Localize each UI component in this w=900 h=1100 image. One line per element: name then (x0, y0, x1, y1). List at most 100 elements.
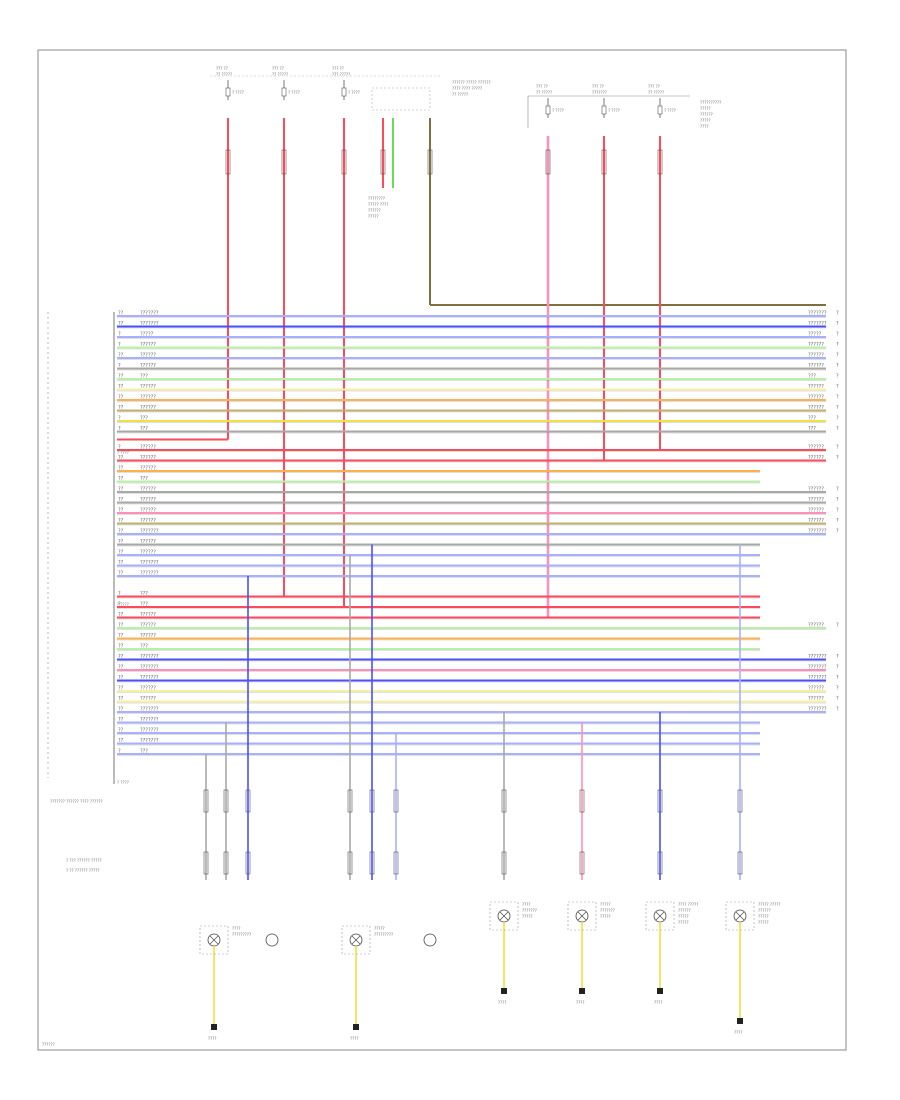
top-fuse-fuse-2 (341, 87, 347, 97)
wire-code-right-19: ?????? (808, 518, 824, 524)
wire-code-6: ??? (140, 374, 148, 380)
pin-label-26: ? (118, 602, 121, 608)
top-fuse-fuse-label-2: ? ???? (348, 90, 360, 95)
wire-code-35: ?????? (140, 696, 156, 702)
top-fuse-sub-0: ?? ????? (216, 72, 232, 77)
left-headlight-label-0: ???? (232, 926, 241, 931)
drop-connector-b-4 (369, 851, 375, 875)
right-fuse-fuse-1 (601, 105, 607, 115)
drop-connector-5 (393, 789, 399, 813)
inline-connector-3 (545, 149, 551, 175)
right-ref-20: ? (836, 529, 839, 535)
wire-code-14: ?????? (140, 466, 156, 472)
left-lamp-b-label-2: ????? (678, 914, 689, 919)
top-fuse-label-0: ??? ?? (216, 66, 228, 71)
left-lamp-b-box (645, 901, 675, 931)
wire-code-22: ?????? (140, 550, 156, 556)
inline-connector-4 (601, 149, 607, 175)
top-note-0: ?????? ????? ?????? (452, 80, 491, 85)
wire-code-26: ??? (140, 602, 148, 608)
pin-label-21: ?? (118, 539, 124, 545)
pin-label-27: ?? (118, 612, 124, 618)
left-lamp-b-label-3: ????? (678, 920, 689, 925)
drop-connector-b-0 (203, 851, 209, 875)
right-headlight-box (341, 925, 371, 955)
right-lamp-a-label-2: ????? (600, 914, 611, 919)
right-fuse-fuse-0 (545, 105, 551, 115)
right-lamp-a-box (567, 901, 597, 931)
right-ref-32: ? (836, 665, 839, 671)
right-fuse-label-1: ??? ?? (592, 84, 604, 89)
pin-label-31: ?? (118, 654, 124, 660)
pin-label-14: ?? (118, 466, 124, 472)
wire-code-right-34: ?????? (808, 686, 824, 692)
drop-connector-8 (657, 789, 663, 813)
left-headlight-box (199, 925, 229, 955)
right-fuse-sub-0: ?? ????? (536, 90, 552, 95)
right-note-2: ?????? (700, 112, 713, 117)
drop-connector-b-3 (347, 851, 353, 875)
wire-code-3: ?????? (140, 342, 156, 348)
left-lamp-b-label-1: ?????? (678, 908, 691, 913)
wire-code-9: ?????? (140, 405, 156, 411)
wire-code-16: ?????? (140, 487, 156, 493)
left-lamp-b-ground-label: ???? (654, 1000, 663, 1005)
connector-label-1: ? ???? (117, 450, 129, 455)
drop-connector-b-7 (579, 851, 585, 875)
right-note-0: ?????????? (700, 100, 721, 105)
pin-label-25: ? (118, 591, 121, 597)
pin-label-24: ?? (118, 571, 124, 577)
wire-code-33: ??????? (140, 675, 159, 681)
left-lamp-a-ground-label: ???? (498, 1000, 507, 1005)
drop-connector-3 (347, 789, 353, 813)
left-lamp-a-label-0: ???? (522, 902, 531, 907)
left-lamp-a-ground (501, 988, 507, 994)
wire-code-12: ?????? (140, 445, 156, 451)
right-fuse-label-0: ??? ?? (536, 84, 548, 89)
wire-code-31: ??????? (140, 654, 159, 660)
left-headlight-ground-label: ???? (208, 1036, 217, 1041)
wire-code-right-32: ??????? (808, 665, 827, 671)
right-headlight-label-0: ????? (374, 926, 385, 931)
right-note-3: ????? (700, 118, 711, 123)
wire-code-15: ??? (140, 476, 148, 482)
pin-label-39: ?? (118, 738, 124, 744)
wire-code-right-36: ??????? (808, 707, 827, 713)
pin-label-15: ?? (118, 476, 124, 482)
pin-label-9: ?? (118, 405, 124, 411)
wire-code-27: ?????? (140, 612, 156, 618)
right-lamp-b-bulb-x2 (735, 911, 745, 921)
wire-code-right-16: ?????? (808, 487, 824, 493)
wire-code-11: ??? (140, 426, 148, 432)
right-fuse-fuse-2 (657, 105, 663, 115)
legend-item-1: ? ??? ?????? ????? (66, 858, 102, 863)
right-headlight-label-1: ????????? (374, 932, 393, 937)
pin-label-6: ?? (118, 374, 124, 380)
right-ref-9: ? (836, 405, 839, 411)
wire-code-10: ??? (140, 416, 148, 422)
pin-label-1: ?? (118, 321, 124, 327)
right-lamp-a-label-0: ????? (600, 902, 611, 907)
top-fuse-label-2: ??? ?? (332, 66, 344, 71)
connector-label-3: ? ???? (117, 780, 129, 785)
wire-code-right-28: ?????? (808, 623, 824, 629)
wire-code-right-5: ?????? (808, 363, 824, 369)
right-ref-7: ? (836, 384, 839, 390)
pin-label-10: ? (118, 416, 121, 422)
pin-label-0: ?? (118, 311, 124, 317)
top-fuse-sub-1: ?? ????? (272, 72, 288, 77)
pin-label-36: ?? (118, 707, 124, 713)
wire-code-right-17: ?????? (808, 497, 824, 503)
wire-code-right-18: ?????? (808, 508, 824, 514)
wire-code-right-7: ?????? (808, 384, 824, 390)
pin-label-12: ? (118, 445, 121, 451)
wire-code-right-1: ??????? (808, 321, 827, 327)
wire-code-right-2: ????? (808, 332, 822, 338)
wire-code-18: ?????? (140, 508, 156, 514)
top-fuse-fuse-label-1: ? ???? (288, 90, 300, 95)
wire-code-right-12: ?????? (808, 445, 824, 451)
wire-code-38: ??????? (140, 728, 159, 734)
top-fuse-label-1: ??? ?? (272, 66, 284, 71)
pin-label-37: ?? (118, 717, 124, 723)
